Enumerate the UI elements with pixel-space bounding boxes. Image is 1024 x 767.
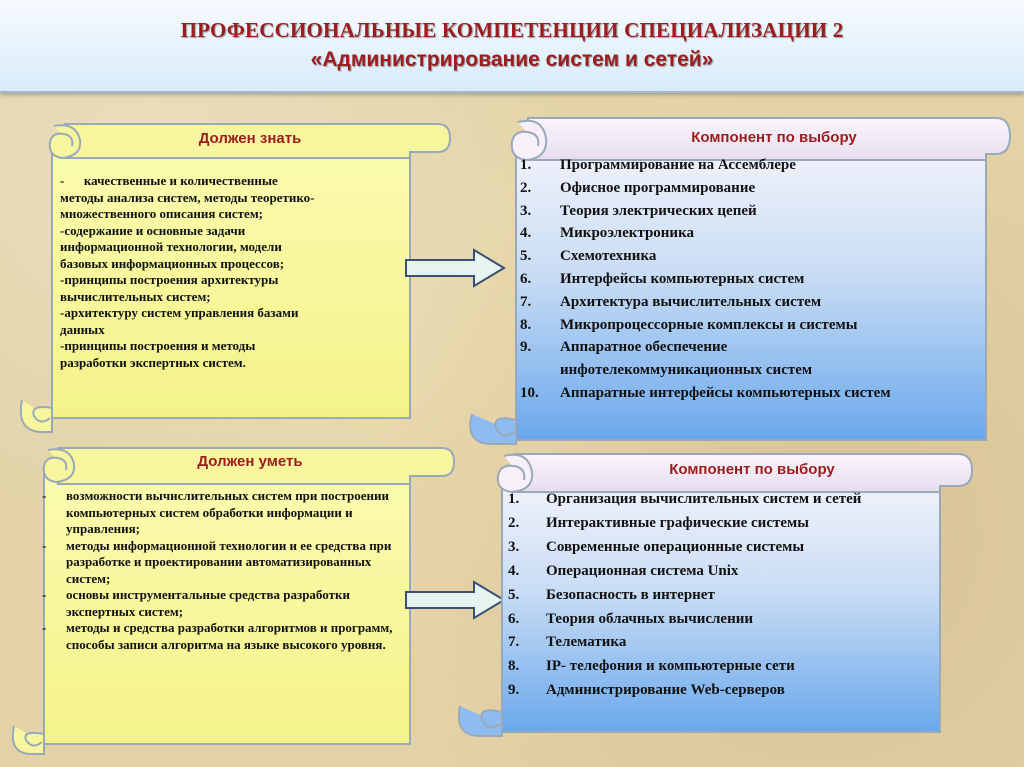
know-line: -содержание и основные задачи: [60, 222, 246, 238]
elective2-list: 1. Организация вычислительных систем и се…: [508, 488, 928, 703]
list-item: 3. Современные операционные системы: [508, 536, 928, 560]
list-item: возможности вычислительных систем при по…: [42, 488, 404, 538]
know-line: разработки экспертных систем.: [60, 354, 246, 370]
list-item: основы инструментальные средства разрабо…: [42, 587, 404, 620]
page-title: ПРОФЕССИОНАЛЬНЫЕ КОМПЕТЕНЦИИ СПЕЦИАЛИЗАЦ…: [180, 18, 844, 42]
list-item: 10. Аппаратные интерфейсы компьютерных си…: [520, 382, 980, 405]
item-text: Интерактивные графические системы: [546, 514, 809, 531]
elective2-title: Компонент по выбору: [669, 461, 835, 478]
item-text: Аппаратные интерфейсы компьютерных систе…: [560, 384, 891, 401]
item-text: Микропроцессорные комплексы и системы: [560, 316, 858, 333]
know-text: - качественные и количественные методы а…: [60, 173, 410, 371]
item-number: 8.: [508, 658, 520, 675]
item-number: 4.: [508, 562, 520, 579]
item-text: IP- телефония и компьютерные сети: [546, 658, 795, 675]
list-item: методы и средства разработки алгоритмов …: [42, 620, 404, 653]
page-subtitle: «Администрирование систем и сетей»: [310, 48, 714, 71]
item-text: Теория облачных вычислении: [546, 610, 754, 627]
list-item: 1. Организация вычислительных систем и се…: [508, 488, 928, 512]
item-text: Теория электрических цепей: [560, 202, 757, 219]
item-number: 5.: [520, 248, 532, 265]
item-text: Современные операционные системы: [546, 538, 805, 555]
item-number: 1.: [520, 157, 532, 173]
list-item: 4. Микроэлектроника: [520, 222, 980, 245]
list-item: методы информационной технологии и ее ср…: [42, 538, 404, 588]
item-number: 7.: [508, 634, 520, 651]
list-item: 9. Аппаратное обеспечение инфотелекоммуни…: [520, 336, 980, 382]
elective1-title: Компонент по выбору: [691, 129, 857, 146]
know-line: - качественные и количественные: [60, 173, 278, 188]
list-item: 7. Архитектура вычислительных систем: [520, 291, 980, 314]
list-item: 6. Теория облачных вычислении: [508, 608, 928, 632]
list-item: 8. Микропроцессорные комплексы и системы: [520, 314, 980, 337]
item-number: 9.: [520, 339, 532, 356]
able-title: Должен уметь: [197, 453, 303, 470]
item-number: 10.: [520, 384, 539, 401]
able-text: возможности вычислительных систем при по…: [42, 488, 404, 653]
arrow-right-icon: [405, 580, 506, 620]
item-number: 1.: [508, 491, 520, 507]
list-item: 4. Операционная система Unix: [508, 560, 928, 584]
arrow-right-icon: [405, 248, 506, 288]
know-line: -принципы построения и методы: [60, 338, 256, 353]
able-scroll: Должен уметь возможности вычислительных …: [10, 444, 456, 756]
list-item: 2. Интерактивные графические системы: [508, 512, 928, 536]
list-item: 8. IP- телефония и компьютерные сети: [508, 655, 928, 679]
list-item: 6. Интерфейсы компьютерных систем: [520, 268, 980, 291]
know-line: вычислительных систем;: [60, 288, 211, 304]
know-line: методы анализа систем, методы теоретико-: [60, 189, 315, 205]
able-list: возможности вычислительных систем при по…: [42, 488, 404, 653]
item-text: Безопасность в интернет: [546, 586, 715, 603]
list-item: 1. Программирование на Ассемблере: [520, 154, 980, 177]
list-item: 5. Безопасность в интернет: [508, 584, 928, 608]
item-text: Интерфейсы компьютерных систем: [560, 270, 805, 287]
item-text: Программирование на Ассемблере: [560, 157, 796, 173]
know-line: множественного описания систем;: [60, 206, 264, 221]
scroll-shape: [458, 453, 974, 737]
item-text: Офисное программирование: [560, 179, 756, 196]
know-scroll: Должен знать - качественные и количестве…: [10, 118, 452, 436]
item-number: 2.: [508, 514, 520, 531]
item-text: Аппаратное обеспечение инфотелекоммуника…: [560, 339, 813, 379]
item-text: Схемотехника: [560, 248, 657, 265]
scroll-shape: [19, 123, 452, 433]
item-number: 2.: [520, 179, 532, 196]
list-item: 9. Администрирование Web-серверов: [508, 679, 928, 703]
know-line: базовых информационных процессов;: [60, 255, 285, 271]
know-line: -архитектуру систем управления базами: [60, 305, 299, 320]
item-number: 9.: [508, 682, 520, 699]
list-item: 5. Схемотехника: [520, 245, 980, 268]
item-text: Организация вычислительных систем и сете…: [546, 491, 862, 507]
list-item: 7. Телематика: [508, 631, 928, 655]
item-text: Микроэлектроника: [560, 225, 694, 242]
elective1-scroll: Компонент по выбору 1. Программирование н…: [464, 114, 1014, 446]
item-number: 4.: [520, 225, 532, 242]
elective2-scroll: Компонент по выбору 1. Организация вычисл…: [456, 450, 976, 740]
item-number: 5.: [508, 586, 520, 603]
list-item: 3. Теория электрических цепей: [520, 200, 980, 223]
item-text: Операционная система Unix: [546, 562, 739, 579]
item-number: 6.: [520, 270, 532, 287]
list-item: 2. Офисное программирование: [520, 177, 980, 200]
item-number: 3.: [520, 202, 532, 219]
header-banner: ПРОФЕССИОНАЛЬНЫЕ КОМПЕТЕНЦИИ СПЕЦИАЛИЗАЦ…: [0, 0, 1024, 93]
item-number: 6.: [508, 610, 520, 627]
know-title: Должен знать: [198, 130, 302, 147]
item-number: 8.: [520, 316, 532, 333]
item-number: 3.: [508, 538, 520, 555]
item-text: Архитектура вычислительных систем: [560, 293, 822, 310]
item-number: 7.: [520, 293, 532, 310]
know-line: -принципы построения архитектуры: [60, 272, 279, 287]
item-text: Администрирование Web-серверов: [546, 682, 785, 699]
know-line: данных: [60, 321, 105, 337]
scroll-shape: [469, 117, 1012, 445]
elective1-list: 1. Программирование на Ассемблере 2. Офисн…: [520, 154, 980, 405]
know-line: информационной технологии, модели: [60, 239, 282, 254]
item-text: Телематика: [546, 634, 627, 651]
